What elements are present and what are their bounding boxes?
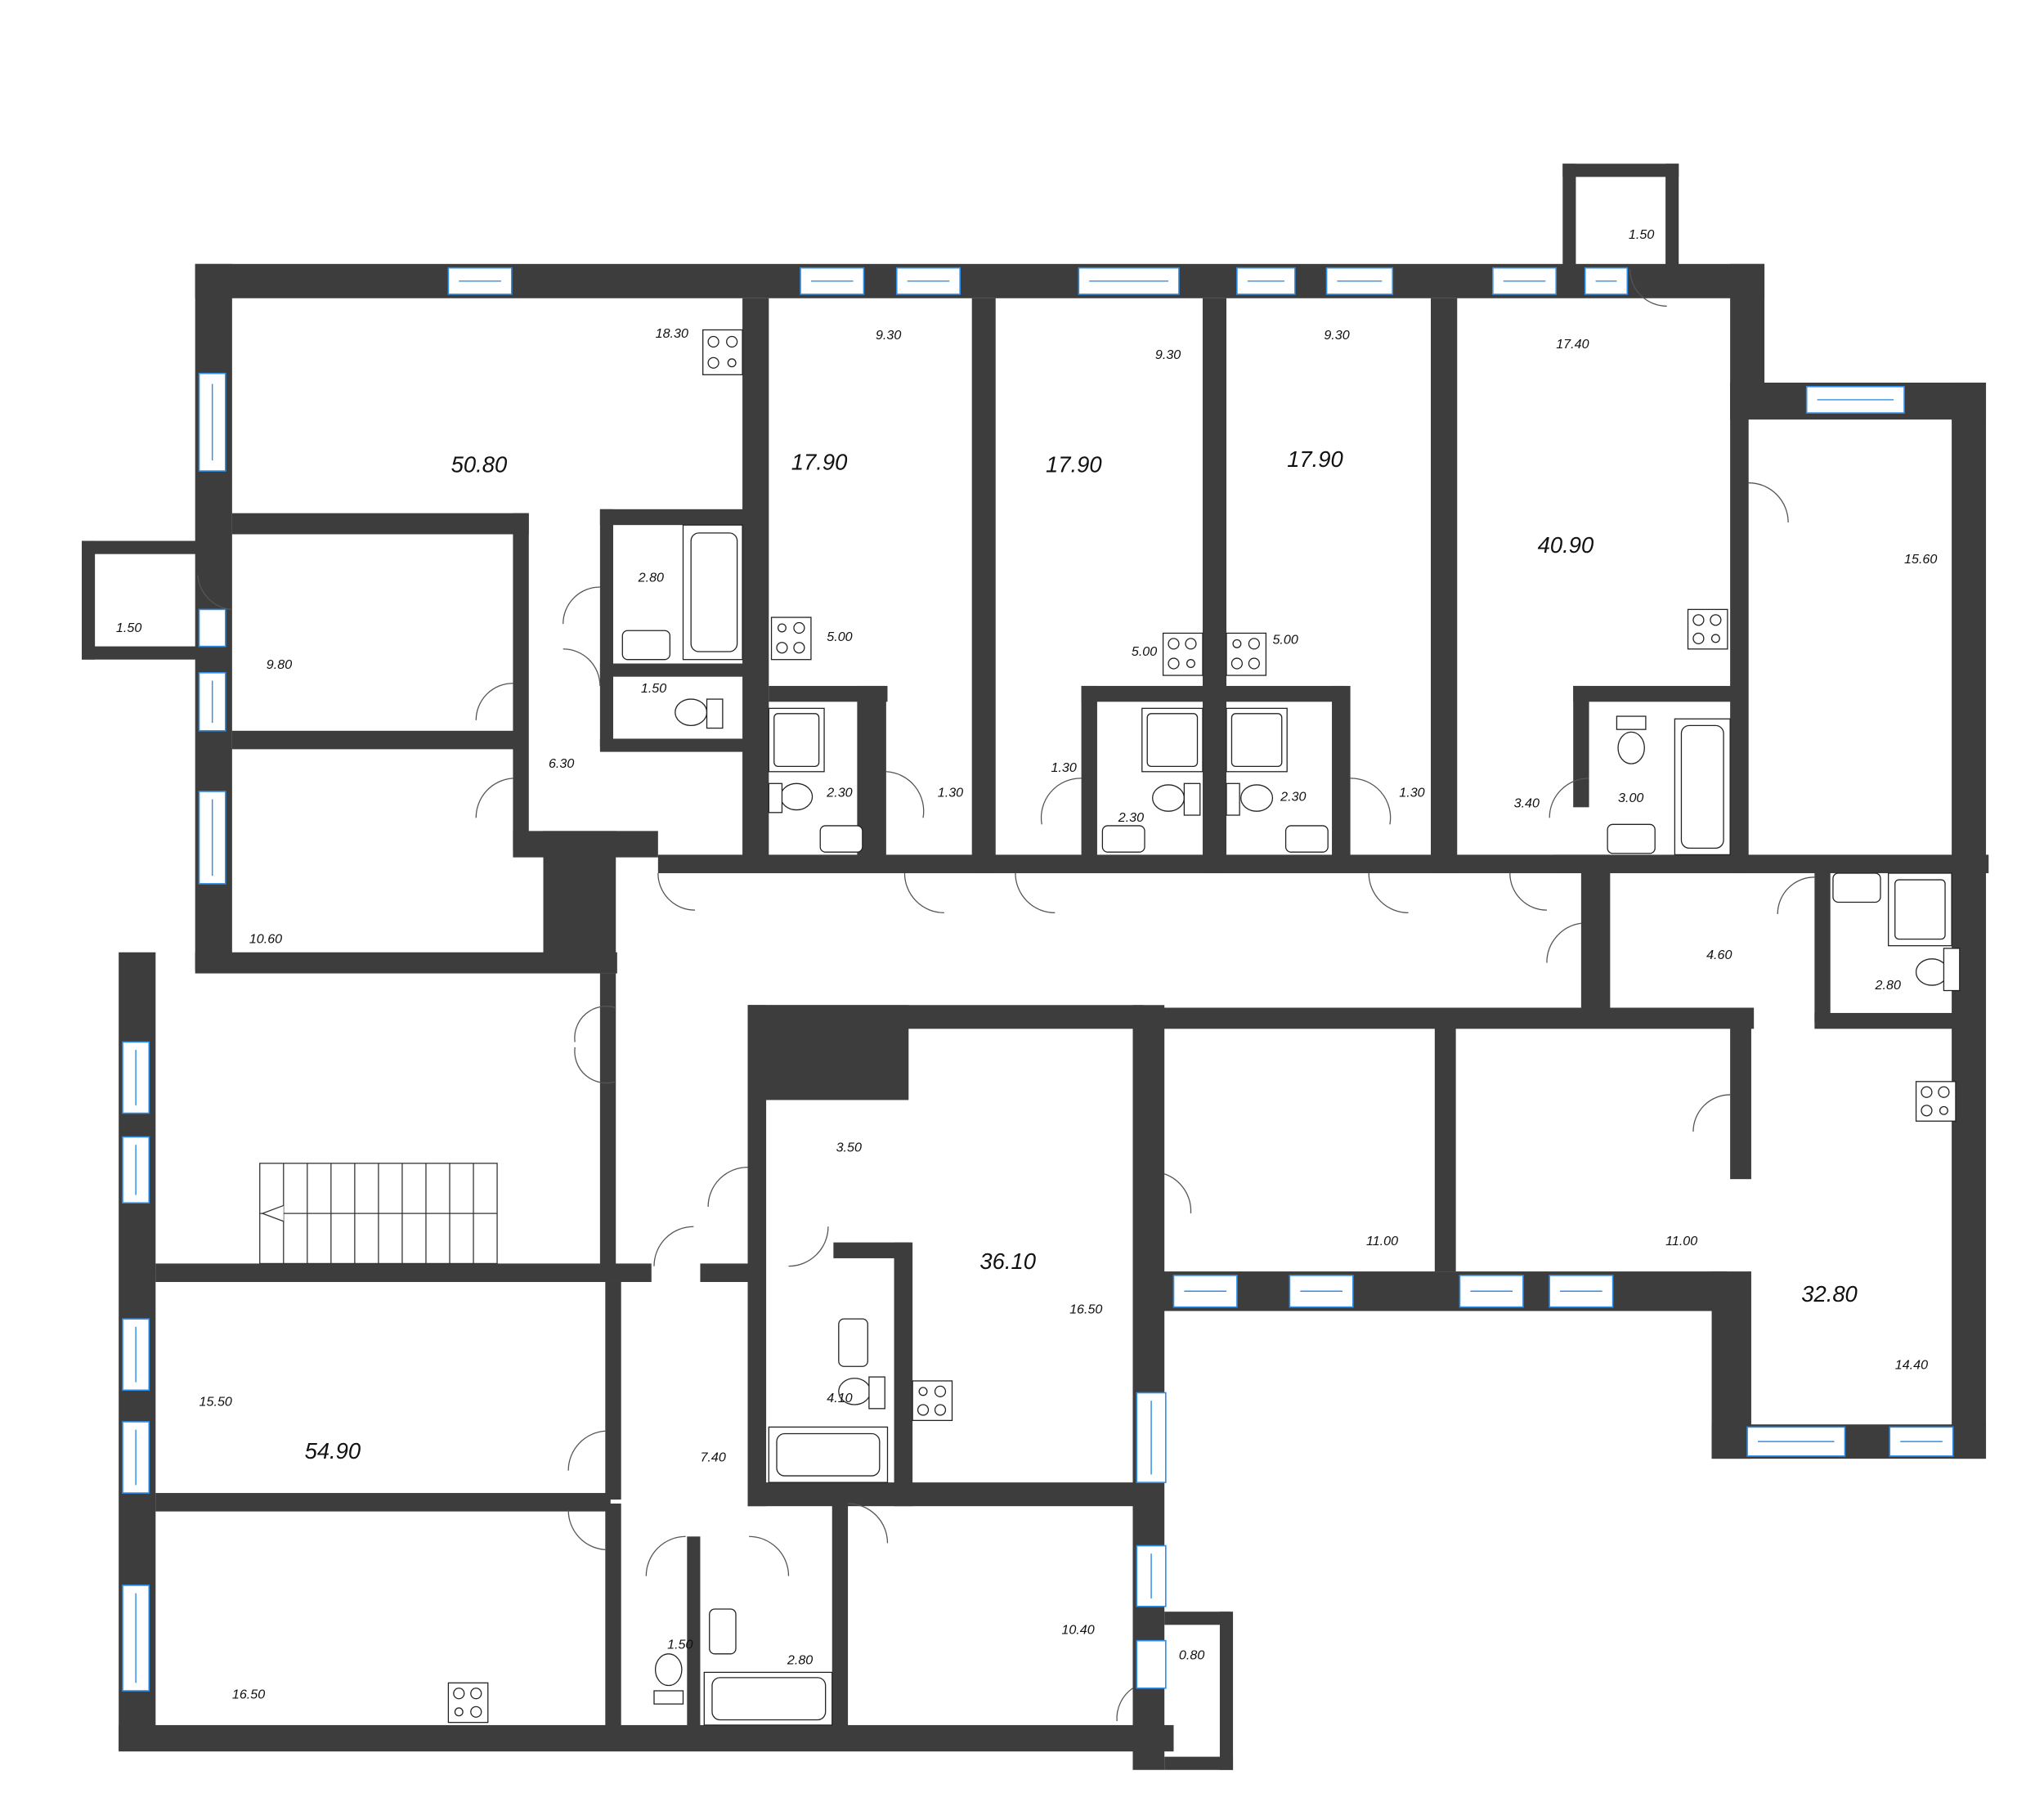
apt5-kitchen-area: 17.40 bbox=[1556, 337, 1589, 352]
apt2-total-area: 17.90 bbox=[791, 449, 848, 474]
stove-icon bbox=[702, 329, 743, 375]
bathtub-icon bbox=[682, 524, 743, 661]
staircase bbox=[259, 1163, 498, 1265]
stove-icon bbox=[447, 1682, 489, 1724]
apt7-total-area: 36.10 bbox=[979, 1248, 1036, 1274]
bathtub-icon bbox=[703, 1671, 833, 1726]
apt6-bedroom2-area: 11.00 bbox=[1665, 1234, 1697, 1248]
sink-icon bbox=[1607, 823, 1656, 854]
apt6-kitchen-area: 14.40 bbox=[1895, 1357, 1928, 1372]
area-labels: 50.80 18.30 9.80 10.60 6.30 2.80 1.50 1.… bbox=[116, 227, 1937, 1701]
apt4-total-area: 17.90 bbox=[1287, 446, 1343, 472]
apt5-total-area: 40.90 bbox=[1538, 532, 1594, 558]
apt6-bedroom1-area: 11.00 bbox=[1366, 1234, 1398, 1248]
apt5-hall-area: 3.40 bbox=[1514, 796, 1540, 810]
apt8-total-area: 54.90 bbox=[305, 1438, 361, 1464]
fixtures bbox=[259, 329, 1961, 1726]
apt4-hall-area: 1.30 bbox=[1399, 785, 1424, 800]
apt4-room-area: 9.30 bbox=[1324, 328, 1349, 343]
sink-icon bbox=[1832, 872, 1881, 903]
toilet-icon bbox=[1915, 948, 1961, 992]
toilet-icon bbox=[768, 782, 814, 814]
apt3-bath-area: 2.30 bbox=[1118, 810, 1144, 825]
apt7-bath-area: 4.10 bbox=[827, 1391, 852, 1405]
toilet-icon bbox=[1226, 782, 1274, 816]
toilet-icon bbox=[653, 1653, 684, 1705]
apt8-hall-area: 7.40 bbox=[700, 1450, 725, 1464]
apt7-hall-area: 3.50 bbox=[836, 1140, 862, 1154]
apt2-room-area: 9.30 bbox=[876, 328, 901, 343]
apt8-wc-area: 1.50 bbox=[667, 1637, 693, 1652]
walls bbox=[82, 164, 1989, 1770]
apt1-bedroom2-area: 10.60 bbox=[249, 931, 282, 946]
apt8-kitchen-area: 16.50 bbox=[232, 1688, 265, 1702]
doors bbox=[197, 269, 1815, 1722]
apt3-hall-area: 1.30 bbox=[1051, 760, 1076, 775]
toilet-icon bbox=[1616, 715, 1647, 764]
sink-icon bbox=[819, 825, 863, 853]
stove-icon bbox=[1687, 608, 1728, 650]
apt1-kitchen-area: 18.30 bbox=[656, 326, 688, 341]
apt2-kitchen-area: 5.00 bbox=[827, 630, 852, 644]
stove-icon bbox=[1162, 632, 1204, 676]
shower-icon bbox=[768, 707, 825, 773]
apt7-balcony-area: 0.80 bbox=[1179, 1647, 1204, 1662]
toilet-icon bbox=[838, 1376, 885, 1410]
apt3-total-area: 17.90 bbox=[1046, 452, 1102, 477]
apt2-bath-area: 2.30 bbox=[826, 785, 852, 800]
apt6-hall-area: 4.60 bbox=[1706, 948, 1732, 962]
apt1-bath-area: 2.80 bbox=[638, 571, 664, 585]
stove-icon bbox=[1226, 632, 1267, 676]
apt4-bath-area: 2.30 bbox=[1280, 789, 1306, 804]
windows bbox=[122, 267, 1954, 1692]
sink-icon bbox=[1101, 825, 1145, 853]
apt6-total-area: 32.80 bbox=[1801, 1281, 1858, 1307]
apt8-bedroom-area: 15.50 bbox=[199, 1395, 232, 1410]
shower-icon bbox=[1141, 707, 1204, 773]
apt3-kitchen-area: 5.00 bbox=[1132, 644, 1157, 659]
apt1-wc-area: 1.50 bbox=[641, 681, 666, 696]
stove-icon bbox=[1915, 1081, 1957, 1122]
sink-icon bbox=[1284, 825, 1329, 853]
apt5-bath-area: 3.00 bbox=[1618, 791, 1643, 805]
apt5-balcony-area: 1.50 bbox=[1629, 227, 1654, 242]
shower-icon bbox=[1226, 707, 1288, 773]
bathtub-icon bbox=[768, 1426, 889, 1483]
toilet-icon bbox=[675, 698, 724, 729]
apt1-hall-area: 6.30 bbox=[549, 756, 574, 771]
stove-icon bbox=[912, 1380, 953, 1421]
apt1-balcony-area: 1.50 bbox=[116, 621, 141, 635]
apt4-kitchen-area: 5.00 bbox=[1272, 632, 1298, 647]
shower-icon bbox=[1888, 872, 1952, 947]
stove-icon bbox=[770, 616, 812, 661]
sink-icon bbox=[621, 630, 670, 661]
apt8-bath-area: 2.80 bbox=[787, 1653, 813, 1668]
sink-icon bbox=[838, 1318, 868, 1367]
apt5-bedroom-area: 15.60 bbox=[1904, 552, 1937, 567]
apt7-kitchen-area: 16.50 bbox=[1069, 1302, 1102, 1317]
sink-icon bbox=[709, 1608, 737, 1655]
apt7-bedroom-area: 10.40 bbox=[1061, 1623, 1094, 1638]
toilet-icon bbox=[1152, 782, 1201, 816]
bathtub-icon bbox=[1674, 718, 1731, 856]
apt1-total-area: 50.80 bbox=[451, 452, 508, 477]
apt3-room-area: 9.30 bbox=[1155, 347, 1181, 362]
apt2-hall-area: 1.30 bbox=[938, 785, 963, 800]
apt1-bedroom1-area: 9.80 bbox=[267, 657, 292, 672]
apt6-bath-area: 2.80 bbox=[1875, 978, 1901, 993]
